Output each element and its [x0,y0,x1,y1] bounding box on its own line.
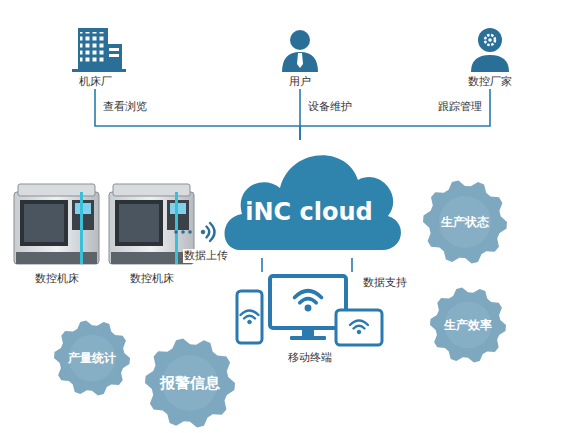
cnc-machine-2 [109,184,194,264]
connector-line [95,89,300,140]
gear-label: 产量统计 [68,351,116,366]
gear-node: 产量统计 [54,320,130,396]
cloud-title: iNC cloud [245,197,373,227]
vendor-icon [471,28,509,72]
connector-line [262,258,352,272]
gear-node: 生产状态 [423,180,507,264]
gear-node: 生产效率 [430,287,506,363]
edge-label: 跟踪管理 [437,100,483,114]
factory-icon [72,28,126,72]
gear-node: 报警信息 [145,338,235,428]
ellipsis-dots [174,230,192,234]
node-label: 数控机床 [35,272,79,286]
phone-device [237,291,262,343]
wifi-symbol [201,223,214,241]
vendor-node: 数控厂家 [465,22,515,89]
gear-label: 生产效率 [444,318,492,333]
node-label: 机床厂 [79,75,112,89]
user-node: 用户 [275,22,325,89]
node-label: 移动终端 [288,351,332,365]
gear-label: 报警信息 [160,374,220,393]
node-label: 数控厂家 [468,75,512,89]
node-label: 数控机床 [130,272,174,286]
cnc-machine-1 [14,184,99,264]
edge-label: 查看浏览 [102,100,148,114]
tablet-device [336,310,382,345]
edge-label: 设备维护 [307,100,353,114]
connector-line [300,89,490,140]
cloud-node: iNC cloud [218,140,400,258]
upload-label: 数据上传 [183,249,229,263]
user-icon [282,30,318,72]
node-label: 用户 [289,75,311,89]
machine-node: 数控机床 [107,180,197,286]
machine-node: 数控机床 [12,180,102,286]
gear-label: 生产状态 [441,215,489,230]
factory-node: 机床厂 [70,22,120,89]
edge-label: 数据支持 [362,276,408,290]
